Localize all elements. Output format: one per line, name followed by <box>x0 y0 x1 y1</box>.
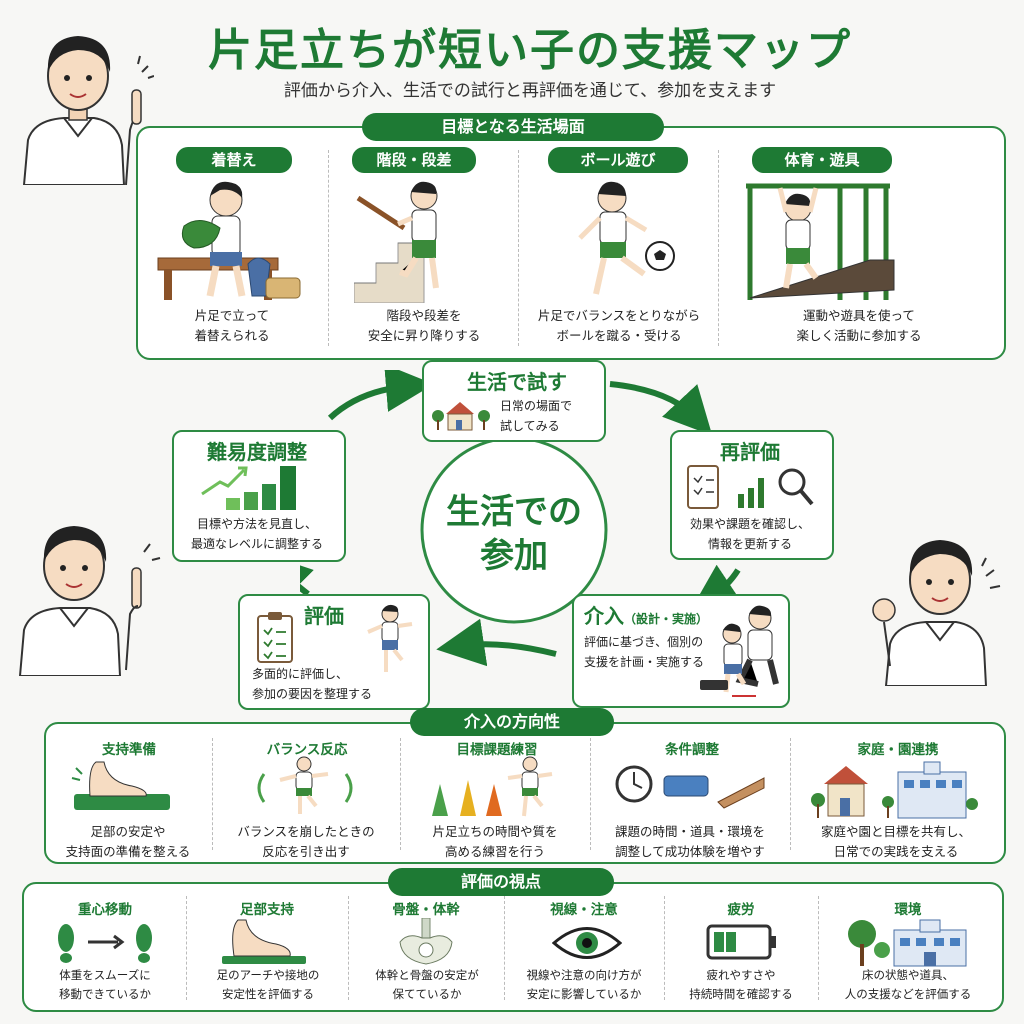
goal-label-pe: 体育・遊具 <box>752 147 892 173</box>
cycle-reeval-desc: 効果や課題を確認し、情報を更新する <box>689 517 810 551</box>
divider <box>348 896 349 1000</box>
strategy-title-balance: バランス反応 <box>266 742 348 758</box>
strategy-desc-practice: 片足立ちの時間や質を高める練習を行う <box>432 824 558 859</box>
divider <box>504 896 505 1000</box>
viewpoint-desc-pelvis: 体幹と骨盤の安定が保てているか <box>375 968 479 1001</box>
strategies-section-title: 介入の方向性 <box>410 708 614 736</box>
page-subtitle: 評価から介入、生活での試行と再評価を通じて、参加を支えます <box>283 81 777 101</box>
foot-on-mat-icon <box>70 758 180 814</box>
foot-arch-icon <box>220 918 310 966</box>
cycle-adjust-box <box>172 430 346 562</box>
house-icon <box>430 396 494 432</box>
therapist-illustration-top <box>14 20 154 185</box>
goal-desc-stairs: 階段や段差を安全に昇り降りする <box>367 308 481 343</box>
viewpoint-desc-environment: 床の状態や道具、人の支援などを評価する <box>844 968 972 1001</box>
viewpoint-title-gaze: 視線・注意 <box>550 902 618 918</box>
strategy-desc-home-school: 家庭や園と目標を共有し、日常での実践を支える <box>820 824 971 859</box>
goal-label-stairs: 階段・段差 <box>352 147 476 173</box>
battery-low-icon <box>706 922 778 962</box>
divider <box>518 150 519 346</box>
therapist-illustration-left <box>14 510 164 676</box>
viewpoints-panel <box>22 882 1004 1012</box>
viewpoint-desc-fatigue: 疲れやすさや持続時間を確認する <box>689 968 793 1001</box>
viewpoint-title-weight-shift: 重心移動 <box>78 902 132 918</box>
goal-desc-dressing: 片足で立って着替えられる <box>194 308 270 343</box>
tree-building-icon <box>846 914 976 968</box>
cycle-adjust-title: 難易度調整 <box>207 440 307 464</box>
ball-illustration <box>560 178 690 303</box>
goal-desc-pe: 運動や遊具を使って楽しく活動に参加する <box>796 308 922 343</box>
divider <box>718 150 719 346</box>
viewpoint-title-foot: 足部支持 <box>240 902 294 918</box>
viewpoints-section-title: 評価の視点 <box>388 868 614 896</box>
growth-bar-chart-icon <box>198 462 308 512</box>
divider <box>818 896 819 1000</box>
dressing-illustration <box>154 178 304 303</box>
clipboard-icon <box>254 612 298 664</box>
viewpoint-title-environment: 環境 <box>894 902 922 918</box>
goal-label-dressing: 着替え <box>176 147 292 173</box>
strategy-desc-conditions: 課題の時間・道具・環境を調整して成功体験を増やす <box>614 824 765 859</box>
strategy-title-conditions: 条件調整 <box>665 742 719 758</box>
cycle-evaluate-desc: 多面的に評価し、参加の要因を整理する <box>252 667 373 701</box>
cycle-intervene-title: 介入（設計・実施） <box>584 604 709 628</box>
footprints-arrow-icon <box>52 918 162 964</box>
divider <box>590 738 591 850</box>
balance-reaction-icon <box>250 756 360 816</box>
therapist-illustration-right <box>856 526 1006 686</box>
clipboard-chart-magnifier-icon <box>684 462 820 512</box>
viewpoint-desc-weight-shift: 体重をスムーズに移動できているか <box>59 968 151 1001</box>
strategy-title-home-school: 家庭・園連携 <box>857 742 939 758</box>
divider <box>664 896 665 1000</box>
therapist-child-illustration <box>700 604 782 700</box>
goal-label-ball: ボール遊び <box>548 147 688 173</box>
viewpoint-desc-foot: 足のアーチや接地の安定性を評価する <box>216 968 320 1001</box>
cones-child-icon <box>426 756 566 820</box>
viewpoint-title-pelvis: 骨盤・体幹 <box>392 902 460 918</box>
goals-section-title: 目標となる生活場面 <box>362 113 664 141</box>
divider <box>328 150 329 346</box>
cycle-center-label: 生活での 参加 <box>446 492 582 576</box>
goal-desc-ball: 片足でバランスをとりながらボールを蹴る・受ける <box>537 308 701 343</box>
cycle-try-title: 生活で試す <box>467 370 567 394</box>
divider <box>186 896 187 1000</box>
strategy-desc-balance: バランスを崩したときの反応を引き出す <box>237 824 375 859</box>
house-school-icon <box>808 758 980 820</box>
viewpoint-title-fatigue: 疲労 <box>727 902 755 918</box>
strategy-desc-support: 足部の安定や支持面の準備を整える <box>65 824 191 859</box>
strategy-title-practice: 目標課題練習 <box>456 742 538 758</box>
playground-illustration <box>740 178 900 303</box>
stairs-illustration <box>354 178 464 303</box>
timer-cushion-ramp-icon <box>614 758 774 814</box>
divider <box>400 738 401 850</box>
cycle-evaluate-title: 評価 <box>304 604 344 628</box>
cycle-try-desc: 日常の場面で試してみる <box>500 399 573 433</box>
page-title: 片足立ちが短い子の支援マップ <box>208 25 852 76</box>
child-balance-illustration <box>362 604 418 676</box>
cycle-intervene-desc: 評価に基づき、個別の支援を計画・実施する <box>584 635 705 669</box>
cycle-reeval-title: 再評価 <box>720 440 780 464</box>
pelvis-spine-icon <box>396 918 456 966</box>
viewpoint-desc-gaze: 視線や注意の向け方が安定に影響しているか <box>526 968 642 1001</box>
strategy-title-support: 支持準備 <box>102 742 156 758</box>
cycle-adjust-desc: 目標や方法を見直し、最適なレベルに調整する <box>190 517 323 551</box>
divider <box>790 738 791 850</box>
eye-icon <box>552 924 622 962</box>
divider <box>212 738 213 850</box>
